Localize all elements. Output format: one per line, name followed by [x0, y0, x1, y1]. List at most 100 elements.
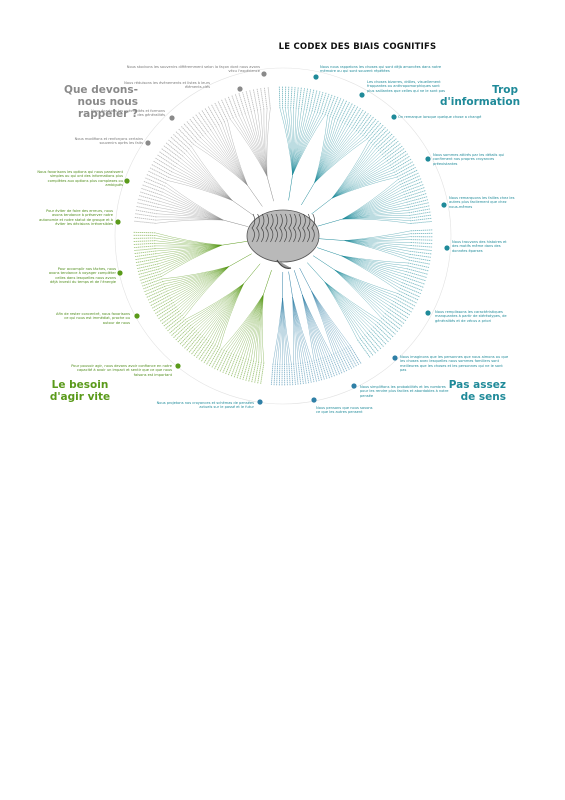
bias-label-mark [406, 268, 429, 275]
bias-label-mark [147, 170, 168, 181]
bias-label-mark [395, 163, 415, 176]
bias-ray [292, 115, 326, 175]
bias-label-mark [148, 292, 169, 304]
bias-ray [206, 283, 244, 339]
bias-label-mark [374, 130, 391, 147]
bias-label-mark [321, 93, 330, 115]
brain-shape [246, 209, 320, 263]
bias-label-mark [174, 324, 192, 341]
bias-ray [292, 114, 323, 175]
bias-ray [161, 245, 222, 277]
bias-ray [292, 108, 299, 175]
bias-label-mark [372, 326, 390, 343]
bias-label-mark [134, 253, 157, 258]
bias-label-mark [386, 310, 405, 325]
note-info-4: Nous sommes attirés par les détails qui … [433, 153, 505, 166]
bias-ray [324, 281, 365, 335]
bias-label-mark [290, 86, 293, 109]
bias-label-mark [384, 145, 404, 160]
bias-ray [203, 135, 248, 186]
bias-ray [239, 115, 268, 177]
bias-ray [236, 294, 264, 356]
bias-ray [224, 294, 264, 350]
bias-label-mark [133, 220, 156, 224]
bias-label-mark [267, 86, 271, 109]
bias-ray [155, 245, 222, 252]
bias-ray [311, 291, 351, 346]
bias-label-mark [195, 340, 210, 359]
bias-ray [314, 123, 345, 183]
bias-ray [324, 281, 378, 323]
bias-label-mark [328, 355, 338, 376]
bias-ray [205, 133, 248, 186]
category-dot [313, 74, 319, 80]
bias-ray [170, 266, 230, 299]
bias-label-mark [297, 363, 302, 385]
bias-ray [342, 212, 409, 220]
bias-label-mark [334, 98, 345, 120]
brain-fold [274, 213, 279, 243]
bias-ray [173, 169, 233, 201]
bias-label-mark [391, 155, 411, 169]
bias-ray [257, 110, 268, 177]
bias-ray [292, 111, 313, 175]
bias-label-mark [133, 242, 156, 245]
bias-label-mark [329, 96, 339, 118]
bias-label-mark [400, 284, 422, 295]
bias-ray [164, 266, 230, 284]
category-dot [425, 310, 431, 316]
bias-label-mark [208, 347, 221, 367]
bias-label-mark [151, 297, 172, 309]
bias-ray [332, 177, 397, 199]
bias-label-mark [260, 362, 265, 385]
bias-label-mark [389, 305, 409, 319]
bias-label-mark [245, 359, 252, 382]
bias-ray [248, 294, 264, 360]
bias-ray [170, 174, 233, 201]
bias-ray [251, 111, 268, 177]
bias-label-mark [410, 220, 433, 224]
bias-label-mark [146, 173, 167, 184]
bias-ray [186, 151, 233, 201]
bias-label-mark [134, 216, 157, 221]
bias-label-mark [263, 87, 268, 110]
bias-label-mark [136, 202, 159, 208]
bias-label-mark [227, 96, 237, 117]
note-info-5: Nous remarquons les failles chez les aut… [449, 196, 515, 209]
bias-ray [342, 181, 400, 220]
bias-label-mark [142, 280, 164, 290]
bias-ray [341, 255, 407, 272]
note-meaning-6: Nous projetons nos croyances et schémas … [156, 401, 254, 410]
bias-label-mark [403, 279, 425, 288]
bias-label-mark [298, 87, 302, 110]
bias-label-mark [183, 123, 199, 141]
bias-ray [179, 266, 230, 312]
bias-label-mark [213, 349, 225, 370]
bias-ray [243, 294, 264, 358]
bias-label-mark [165, 142, 184, 157]
bias-ray [292, 112, 318, 175]
bias-label-mark [163, 145, 182, 160]
bias-label-mark [372, 128, 389, 146]
bias-label-mark [339, 350, 351, 371]
bias-label-mark [409, 211, 432, 216]
bias-ray [324, 281, 380, 321]
category-dot [261, 71, 267, 77]
bias-label-mark [337, 100, 348, 121]
bias-label-mark [152, 160, 173, 173]
bias-ray [227, 120, 248, 186]
bias-label-mark [409, 256, 431, 262]
bias-label-mark [177, 128, 194, 145]
bias-ray [198, 139, 248, 186]
bias-label-mark [137, 268, 160, 276]
bias-ray [187, 283, 244, 322]
bias-label-mark [314, 90, 321, 113]
bias-ray [263, 109, 268, 177]
bias-label-mark [175, 130, 192, 147]
bias-ray [341, 255, 407, 269]
bias-ray [314, 116, 331, 183]
bias-ray [342, 196, 405, 220]
category-dot [392, 355, 398, 361]
brain-fold [251, 213, 256, 243]
bias-ray [154, 232, 222, 246]
